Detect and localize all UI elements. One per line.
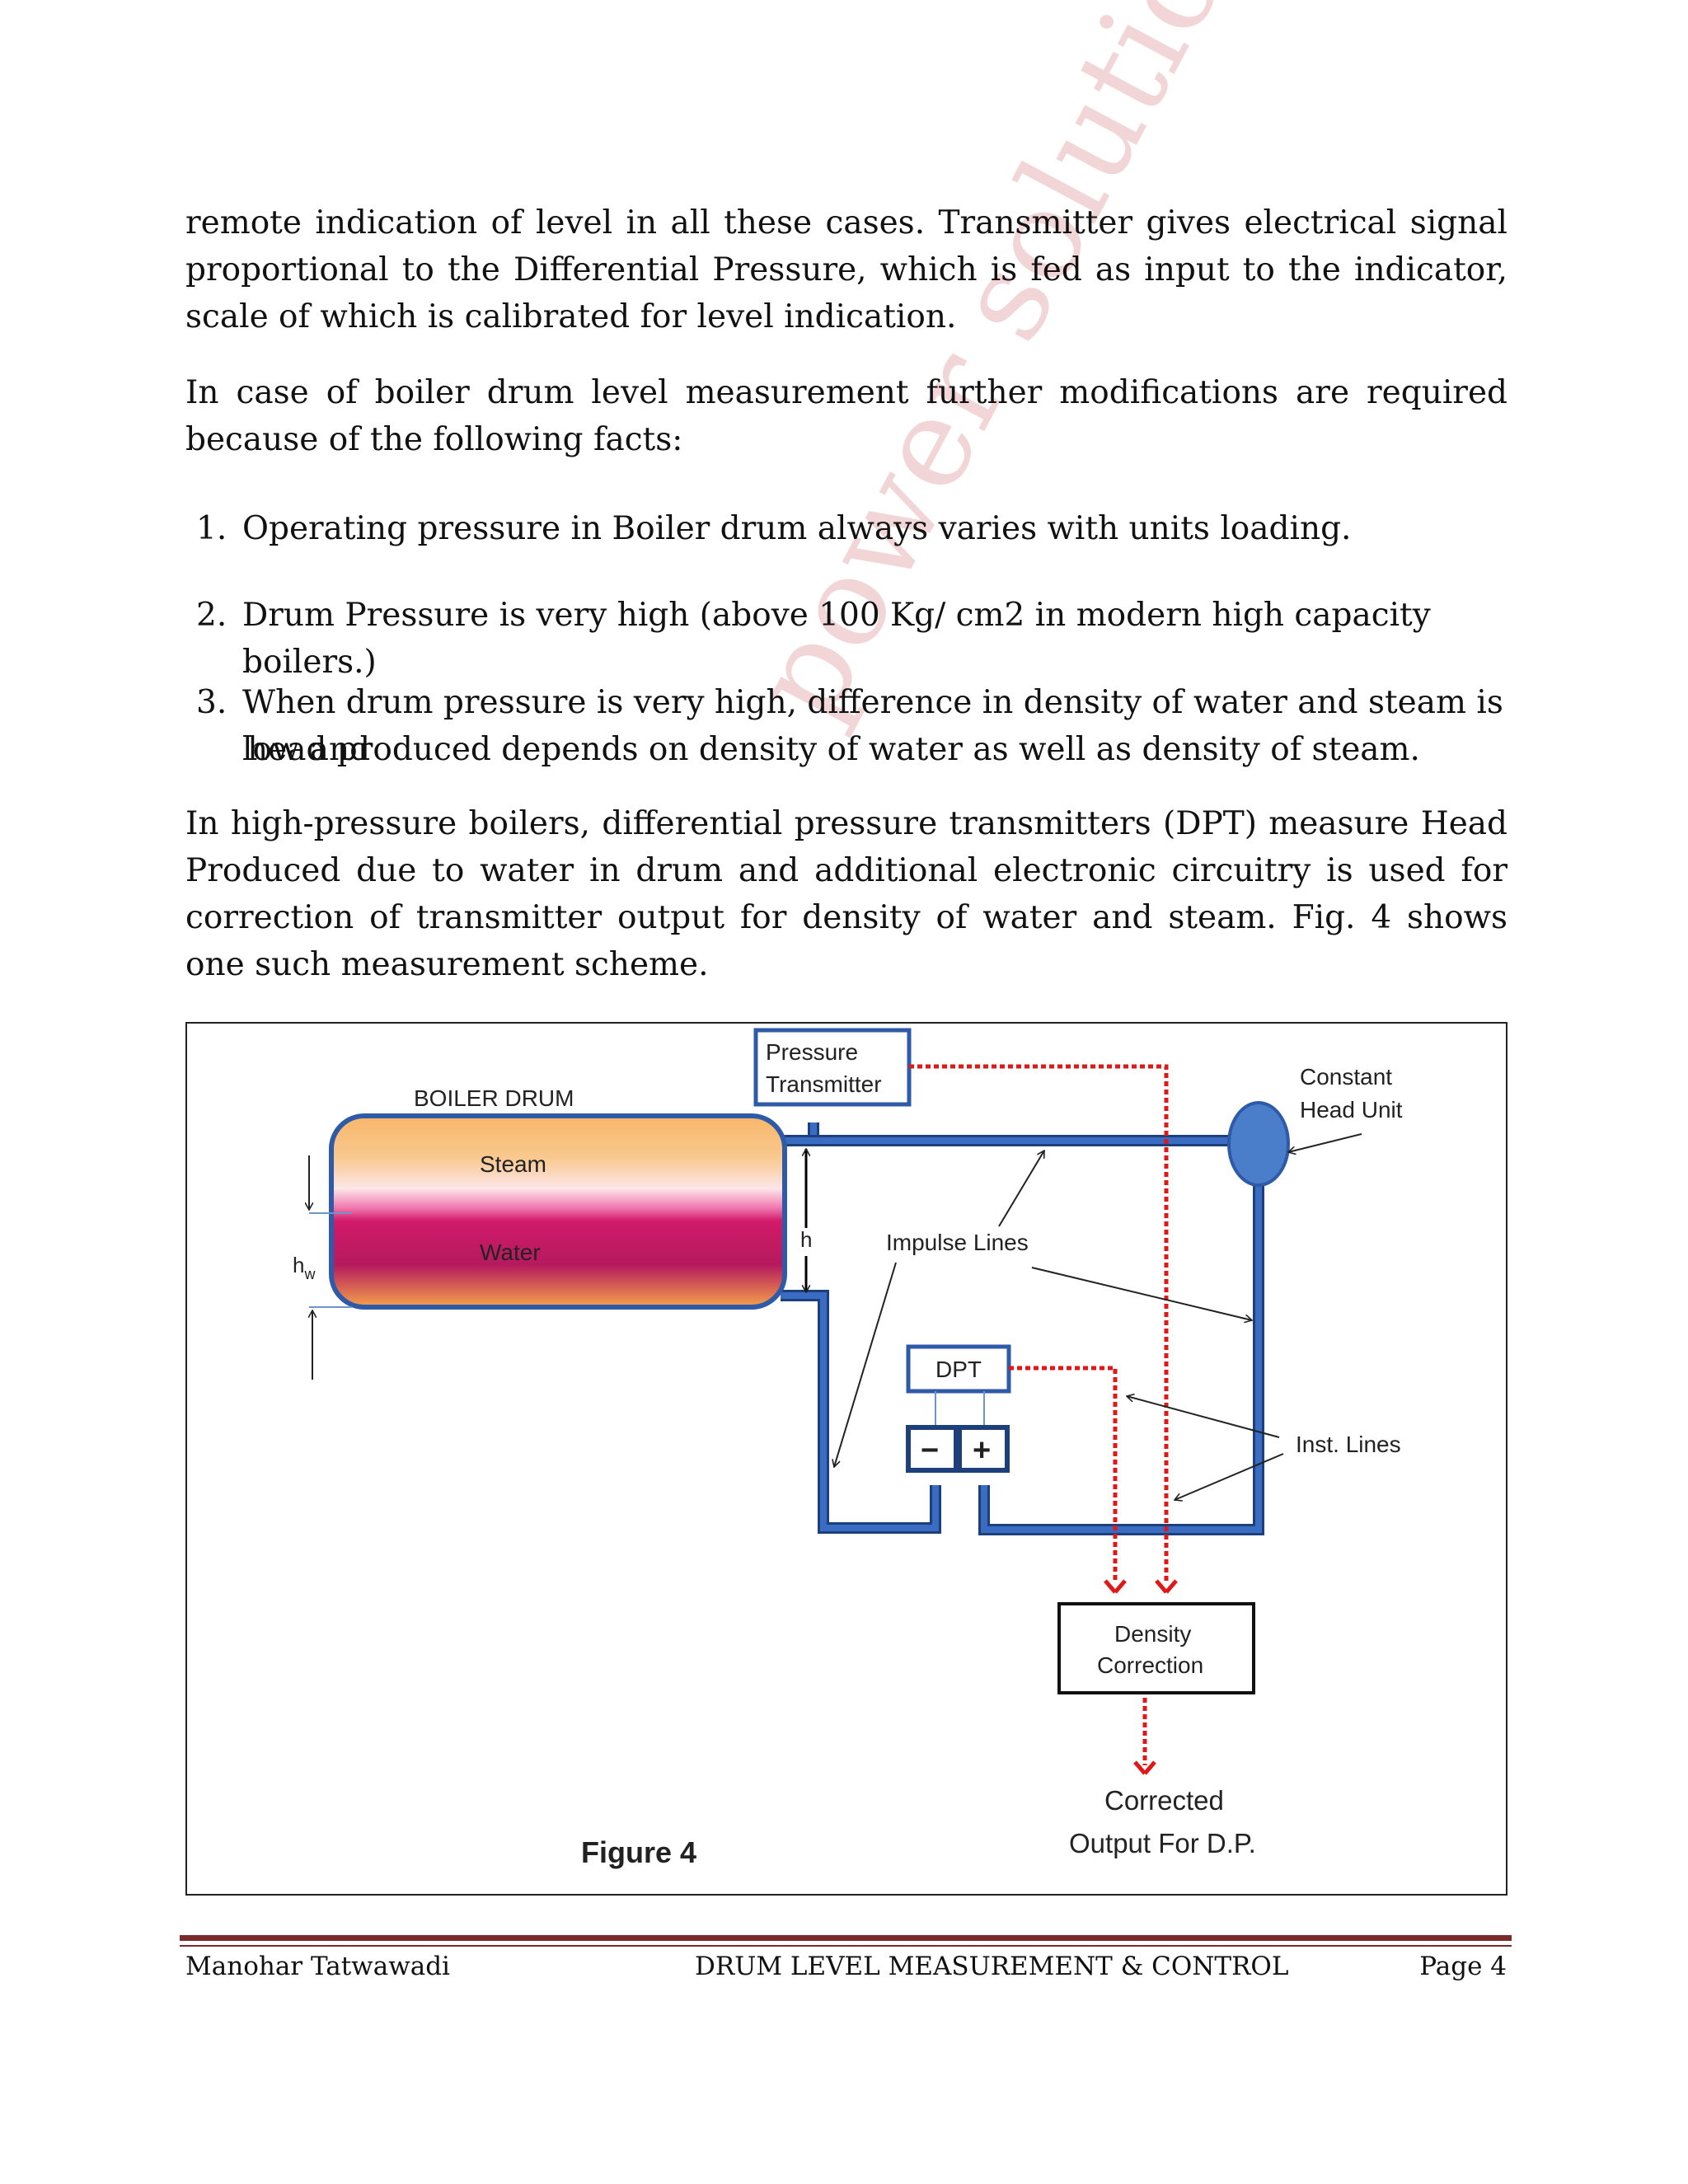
signal-lines (909, 1064, 1178, 1775)
paragraph-3: In high-pressure boilers, differential p… (185, 805, 1507, 983)
footer-title: DRUM LEVEL MEASUREMENT & CONTROL (695, 1952, 1289, 1981)
boiler-drum-label: BOILER DRUM (414, 1085, 574, 1111)
footer-rule-thin (180, 1945, 1512, 1947)
hw-dimension: hw (293, 1155, 352, 1380)
paragraph-2: In case of boiler drum level measurement… (185, 374, 1507, 458)
footer-rule (180, 1935, 1512, 1941)
paragraph-1: remote indication of level in all these … (185, 204, 1507, 335)
dpt-plus-port (957, 1425, 1010, 1473)
pressure-transmitter-label-2: Transmitter (766, 1071, 882, 1097)
figure-4-frame: BOILER DRUM Steam Water hw h Pressure Tr… (185, 1022, 1507, 1896)
pressure-transmitter-label-1: Pressure (766, 1039, 858, 1065)
dpt-label: DPT (935, 1357, 982, 1382)
list-text-continued: head produced depends on density of wate… (247, 731, 1420, 768)
pressure-transmitter-box (753, 1028, 912, 1107)
list-text: When drum pressure is very high, differe… (242, 684, 1503, 768)
impulse-lines-label: Impulse Lines (886, 1230, 1029, 1255)
list-text: Operating pressure in Boiler drum always… (242, 510, 1352, 547)
inst-lines-label: Inst. Lines (1296, 1432, 1401, 1457)
plus-label: + (973, 1433, 991, 1468)
water-label: Water (480, 1240, 541, 1265)
h-dimension: h (800, 1149, 812, 1292)
h-label: h (800, 1227, 812, 1252)
footer-page-number: Page 4 (1419, 1952, 1507, 1981)
list-number: 2. (196, 597, 227, 634)
corrected-output-label-2: Output For D.P. (1069, 1828, 1256, 1858)
constant-head-unit (1227, 1101, 1290, 1187)
list-number: 1. (196, 510, 227, 547)
footer-author: Manohar Tatwawadi (185, 1952, 450, 1981)
density-label-2: Correction (1097, 1652, 1203, 1678)
figure-caption: Figure 4 (581, 1835, 696, 1869)
list-text: Drum Pressure is very high (above 100 Kg… (242, 597, 1431, 681)
density-label-1: Density (1114, 1621, 1191, 1647)
impulse-pipes (781, 1122, 1264, 1535)
constant-head-label-2: Head Unit (1300, 1097, 1403, 1122)
drum-level-diagram: BOILER DRUM Steam Water hw h Pressure Tr… (293, 1028, 1403, 1869)
list-number: 3. (196, 684, 227, 721)
dpt-minus-port (906, 1425, 959, 1473)
hw-label: hw (293, 1253, 316, 1282)
steam-label: Steam (480, 1151, 546, 1177)
minus-label: − (921, 1433, 939, 1468)
density-correction-box (1057, 1602, 1255, 1694)
constant-head-label-1: Constant (1300, 1064, 1392, 1090)
corrected-output-label-1: Corrected (1104, 1785, 1224, 1816)
boiler-drum (329, 1113, 787, 1310)
